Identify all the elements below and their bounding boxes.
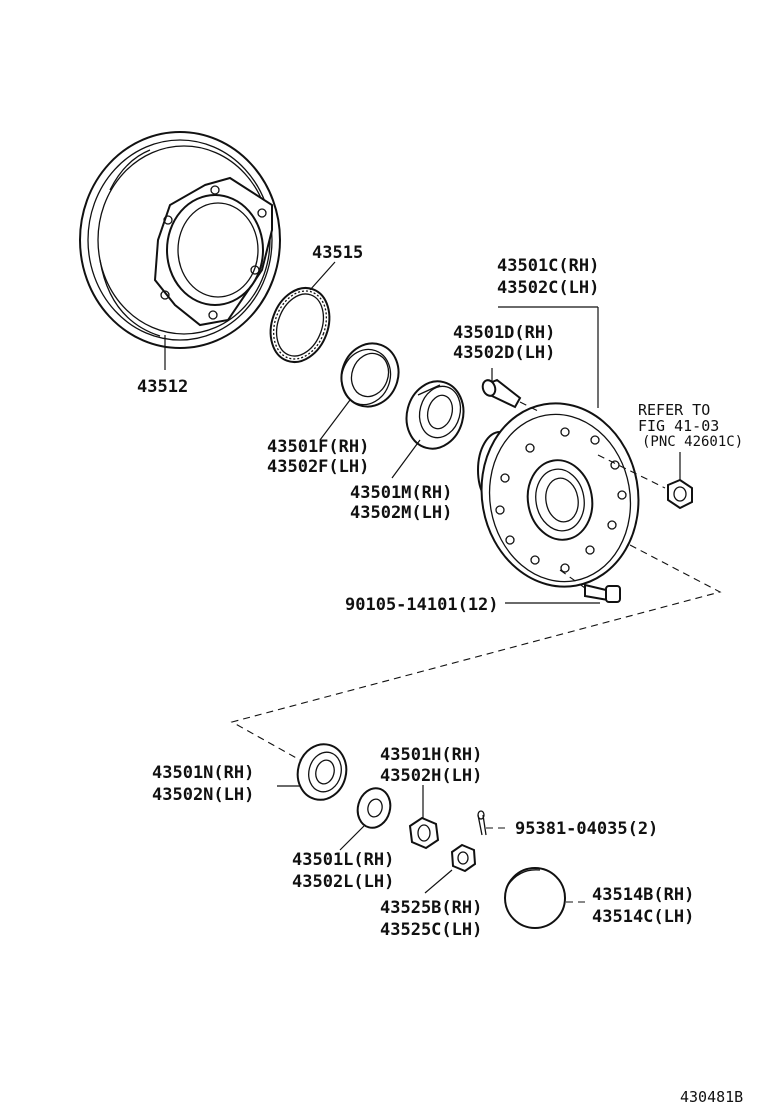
adjusting-nut (408, 816, 440, 850)
washer-label-rh: 43501L(RH) (292, 850, 394, 870)
wheel-hub (477, 402, 640, 588)
lock-cap-label-rh: 43525B(RH) (380, 898, 482, 918)
nut-h-label-rh: 43501H(RH) (380, 745, 482, 765)
hub-bolt-label-rh: 43501D(RH) (453, 323, 555, 343)
lock-cap (450, 843, 477, 873)
grease-cap-label-lh: 43514C(LH) (592, 907, 694, 927)
lock-cap-label-lh: 43525C(LH) (380, 920, 482, 940)
hub-label-lh: 43502C(LH) (497, 278, 599, 298)
oil-seal-label-rh: 43501F(RH) (267, 437, 369, 457)
hub-bolt-label-lh: 43502D(LH) (453, 343, 555, 363)
oil-seal (340, 342, 400, 408)
bolt-label: 90105-14101(12) (345, 595, 499, 615)
grease-cap (504, 867, 566, 929)
refer-note-line1: REFER TO (638, 401, 710, 419)
flange-bolt (584, 583, 621, 603)
abs-ring (269, 287, 331, 363)
oil-seal-label-lh: 43502F(LH) (267, 457, 369, 477)
wheel-nut (667, 478, 693, 510)
refer-note-line2: FIG 41-03 (638, 417, 719, 435)
outer-bearing (296, 743, 348, 801)
bearing-m-label-rh: 43501M(RH) (350, 483, 452, 503)
rotor-label: 43512 (137, 377, 188, 397)
brake-rotor (79, 131, 281, 349)
refer-note-line3: (PNC 42601C) (642, 434, 743, 450)
cotter-pin (477, 810, 487, 836)
nut-h-label-lh: 43502H(LH) (380, 766, 482, 786)
grease-cap-label-rh: 43514B(RH) (592, 885, 694, 905)
outer-bearing-label-lh: 43502N(LH) (152, 785, 254, 805)
figure-id: 430481B (680, 1088, 743, 1106)
bearing-m-label-lh: 43502M(LH) (350, 503, 452, 523)
abs-ring-label: 43515 (312, 243, 363, 263)
cotter-pin-label: 95381-04035(2) (515, 819, 658, 839)
outer-bearing-label-rh: 43501N(RH) (152, 763, 254, 783)
hub-label-rh: 43501C(RH) (497, 256, 599, 276)
thrust-washer (356, 787, 392, 829)
washer-label-lh: 43502L(LH) (292, 872, 394, 892)
inner-bearing (405, 380, 465, 450)
hub-bolt (481, 378, 522, 409)
